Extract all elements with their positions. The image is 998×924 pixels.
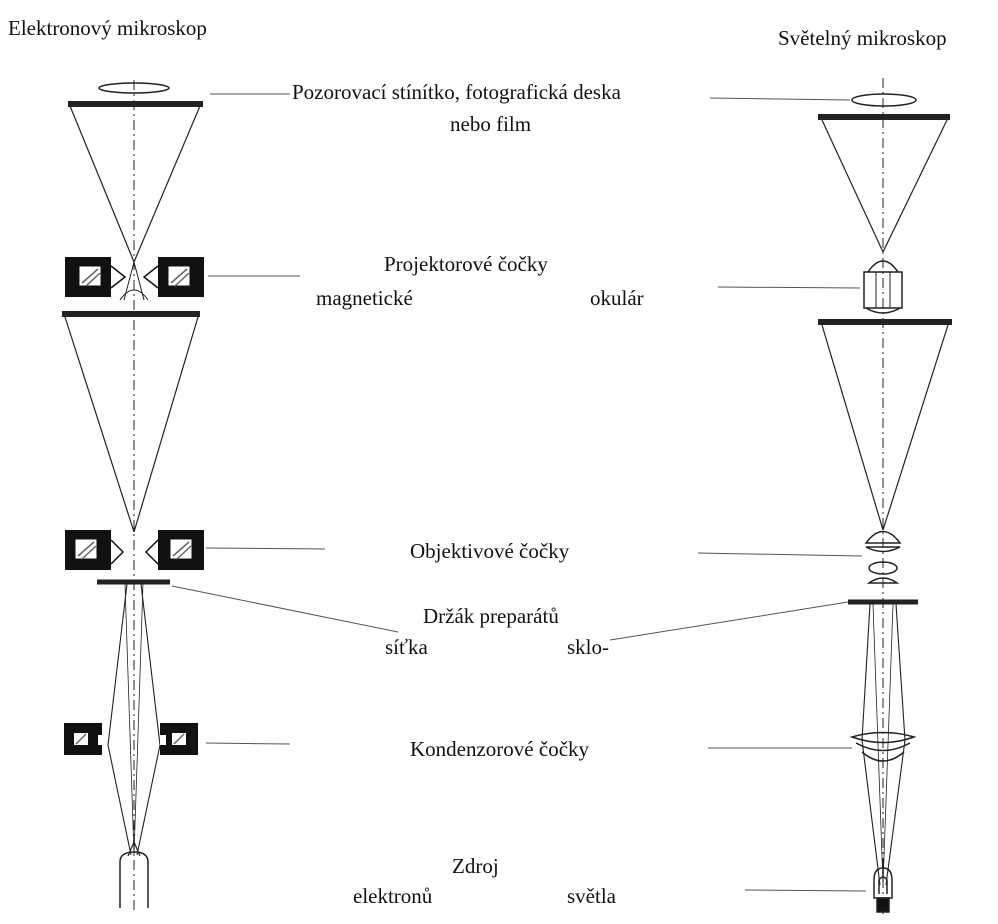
- projector-ocular-label: okulár: [590, 286, 644, 310]
- electron-microscope-title: Elektronový mikroskop: [8, 16, 207, 40]
- source-electron-label: elektronů: [353, 884, 433, 908]
- holder-glass-label: sklo-: [567, 635, 609, 659]
- screen-label-line2: nebo film: [450, 112, 532, 136]
- electron-screen: [98, 82, 170, 94]
- light-microscope-title: Světelný mikroskop: [778, 26, 947, 50]
- screen-label-line1: Pozorovací stínítko, fotografická deska: [292, 80, 621, 104]
- electron-ray: [69, 105, 135, 263]
- holder-grid-label: síťka: [385, 635, 428, 659]
- condenser-glass-lens: [849, 731, 917, 762]
- projector-magnetic-label: magnetické: [316, 286, 413, 310]
- source-light-label: světla: [567, 884, 616, 908]
- objective-magnetic-lens: [65, 530, 204, 570]
- light-microscope: [818, 78, 952, 915]
- electron-microscope: [62, 80, 204, 910]
- electron-gun: [119, 851, 149, 908]
- electron-ray: [133, 105, 201, 263]
- source-label: Zdroj: [452, 854, 499, 878]
- objective-label: Objektivové čočky: [410, 539, 570, 563]
- light-screen: [851, 93, 917, 107]
- projector-magnetic-lens: [65, 257, 204, 297]
- condenser-magnetic-lens: [64, 723, 198, 755]
- objective-glass-lenses: [864, 530, 902, 584]
- projector-label: Projektorové čočky: [384, 252, 548, 276]
- ocular-lens: [863, 260, 903, 314]
- light-bulb: [873, 867, 893, 913]
- holder-label: Držák preparátů: [423, 604, 559, 628]
- leader-lines: [171, 93, 867, 892]
- condenser-label: Kondenzorové čočky: [410, 737, 590, 761]
